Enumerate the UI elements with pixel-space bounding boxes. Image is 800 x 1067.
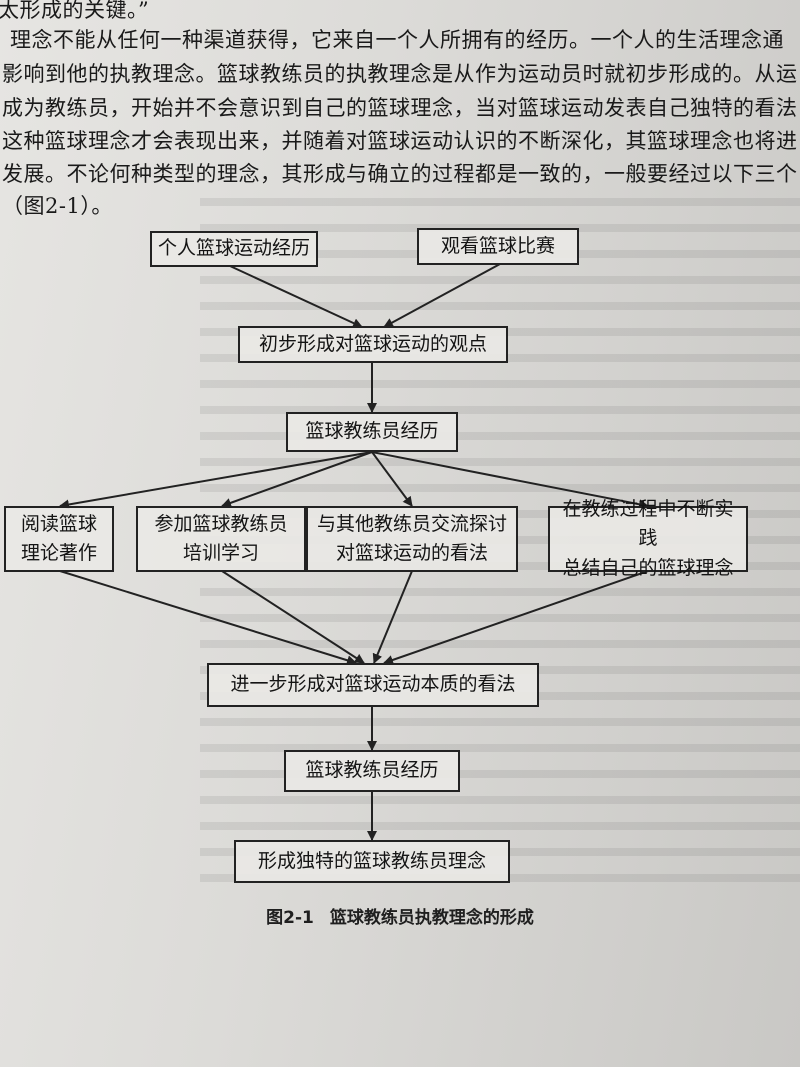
flow-box-label: 个人篮球运动经历	[157, 237, 310, 260]
figure-title: 篮球教练员执教理念的形成	[329, 908, 534, 928]
flow-box-unique-philosophy: 形成独特的篮球教练员理念	[234, 840, 510, 883]
text-line: 这种篮球理念才会表现出来，并随着对篮球运动认识的不断深化，其篮球理念也将进	[2, 129, 798, 153]
text-line: （图2-1）。	[2, 194, 113, 218]
arrow-line	[59, 570, 357, 666]
flow-box-label: 培训学习	[182, 542, 259, 564]
flow-box-exchange: 与其他教练员交流探讨 对篮球运动的看法	[306, 506, 518, 572]
flow-box-coach-experience-1: 篮球教练员经历	[286, 412, 458, 452]
flow-box-coach-experience-2: 篮球教练员经历	[284, 750, 460, 792]
flow-box-label: 篮球教练员经历	[305, 759, 439, 782]
flow-box-label: 形成独特的篮球教练员理念	[257, 849, 486, 872]
flow-box-label: 篮球教练员经历	[305, 420, 439, 443]
arrow-line	[383, 263, 501, 328]
arrow-line	[372, 570, 413, 664]
text-line: 发展。不论何种类型的理念，其形成与确立的过程都是一致的，一般要经过以下三个	[2, 162, 798, 186]
flow-box-label: 与其他教练员交流探讨	[316, 512, 507, 535]
arrow-line	[383, 570, 649, 665]
arrow-line	[221, 451, 373, 508]
flow-box-label: 初步形成对篮球运动的观点	[258, 332, 487, 355]
flow-box-label: 对篮球运动的看法	[335, 542, 488, 564]
flow-box-label: 进一步形成对篮球运动本质的看法	[230, 673, 516, 696]
flow-box-essence-views: 进一步形成对篮球运动本质的看法	[207, 663, 539, 707]
flow-box-label: 理论著作	[20, 542, 97, 564]
flow-box-label: 参加篮球教练员	[154, 512, 288, 535]
text-line: 成为教练员，开始并不会意识到自己的篮球理念，当对篮球运动发表自己独特的看法	[2, 96, 798, 120]
flow-box-label: 阅读篮球	[20, 512, 97, 535]
text-line: 太形成的关键。”	[0, 0, 150, 22]
figure-caption: 图2-1 篮球教练员执教理念的形成	[0, 903, 800, 928]
figure-number: 图2-1	[266, 908, 314, 928]
arrow-line	[229, 265, 363, 328]
arrow-line	[371, 451, 649, 510]
text-line: 影响到他的执教理念。篮球教练员的执教理念是从作为运动员时就初步形成的。从运	[2, 62, 798, 86]
arrow-line	[221, 570, 365, 664]
arrow-line	[371, 451, 413, 507]
text-line: 理念不能从任何一种渠道获得，它来自一个人所拥有的经历。一个人的生活理念通	[10, 28, 784, 52]
flow-box-personal-experience: 个人篮球运动经历	[150, 231, 318, 267]
flow-box-read-theory: 阅读篮球 理论著作	[4, 506, 114, 572]
flow-box-training: 参加篮球教练员 培训学习	[136, 506, 306, 572]
flow-box-label: 总结自己的篮球理念	[562, 556, 734, 579]
arrow-line	[59, 451, 373, 510]
flow-box-watch-games: 观看篮球比赛	[417, 228, 579, 265]
flow-box-initial-views: 初步形成对篮球运动的观点	[238, 326, 508, 363]
flow-box-practice: 在教练过程中不断实践 总结自己的篮球理念	[548, 498, 748, 579]
flow-box-label: 观看篮球比赛	[440, 234, 555, 257]
flow-box-label: 在教练过程中不断实践	[562, 497, 734, 550]
